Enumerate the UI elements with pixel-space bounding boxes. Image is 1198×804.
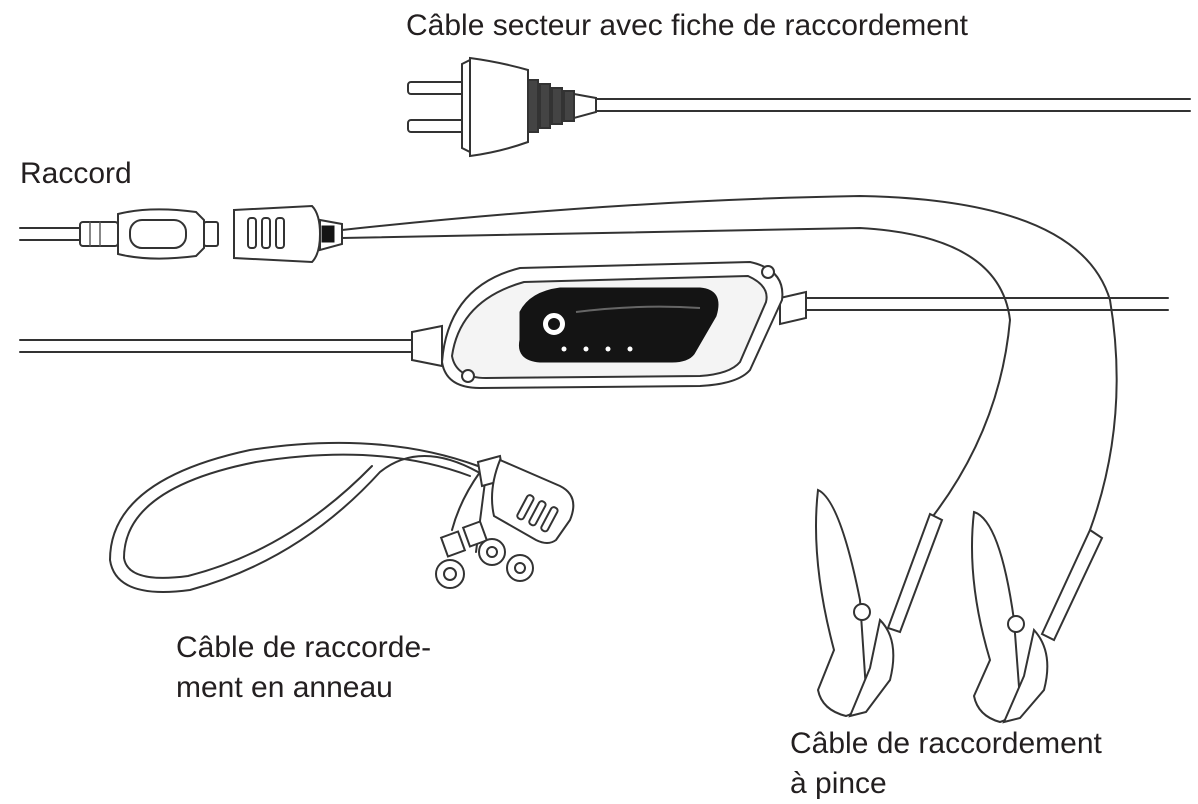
connector-female	[233, 204, 343, 264]
clamp-cable-label: Câble de raccordement à pince	[790, 724, 1102, 804]
clamp-cable-label-line1: Câble de raccordement	[790, 727, 1102, 760]
charger-cable	[19, 290, 1169, 368]
ring-cable-label: Câble de raccorde- ment en anneau	[176, 628, 431, 708]
clamp-cable-label-line2: à pince	[790, 767, 887, 800]
mains-cable-label: Câble secteur avec fiche de raccordement	[406, 9, 968, 42]
ring-cable	[109, 441, 487, 593]
clamp-cables	[341, 195, 1118, 531]
ring-terminals	[435, 520, 534, 589]
connector-male	[19, 208, 219, 260]
ring-cable-label-line1: Câble de raccorde-	[176, 631, 432, 664]
ring-cable-connector	[476, 454, 575, 544]
mains-plug	[407, 56, 597, 158]
charger-unit	[440, 260, 784, 390]
clamp-left	[815, 488, 944, 718]
mains-cable	[595, 98, 1191, 112]
ring-cable-label-line2: ment en anneau	[176, 671, 393, 704]
clamp-right	[971, 510, 1104, 724]
connector-label: Raccord	[20, 157, 132, 190]
